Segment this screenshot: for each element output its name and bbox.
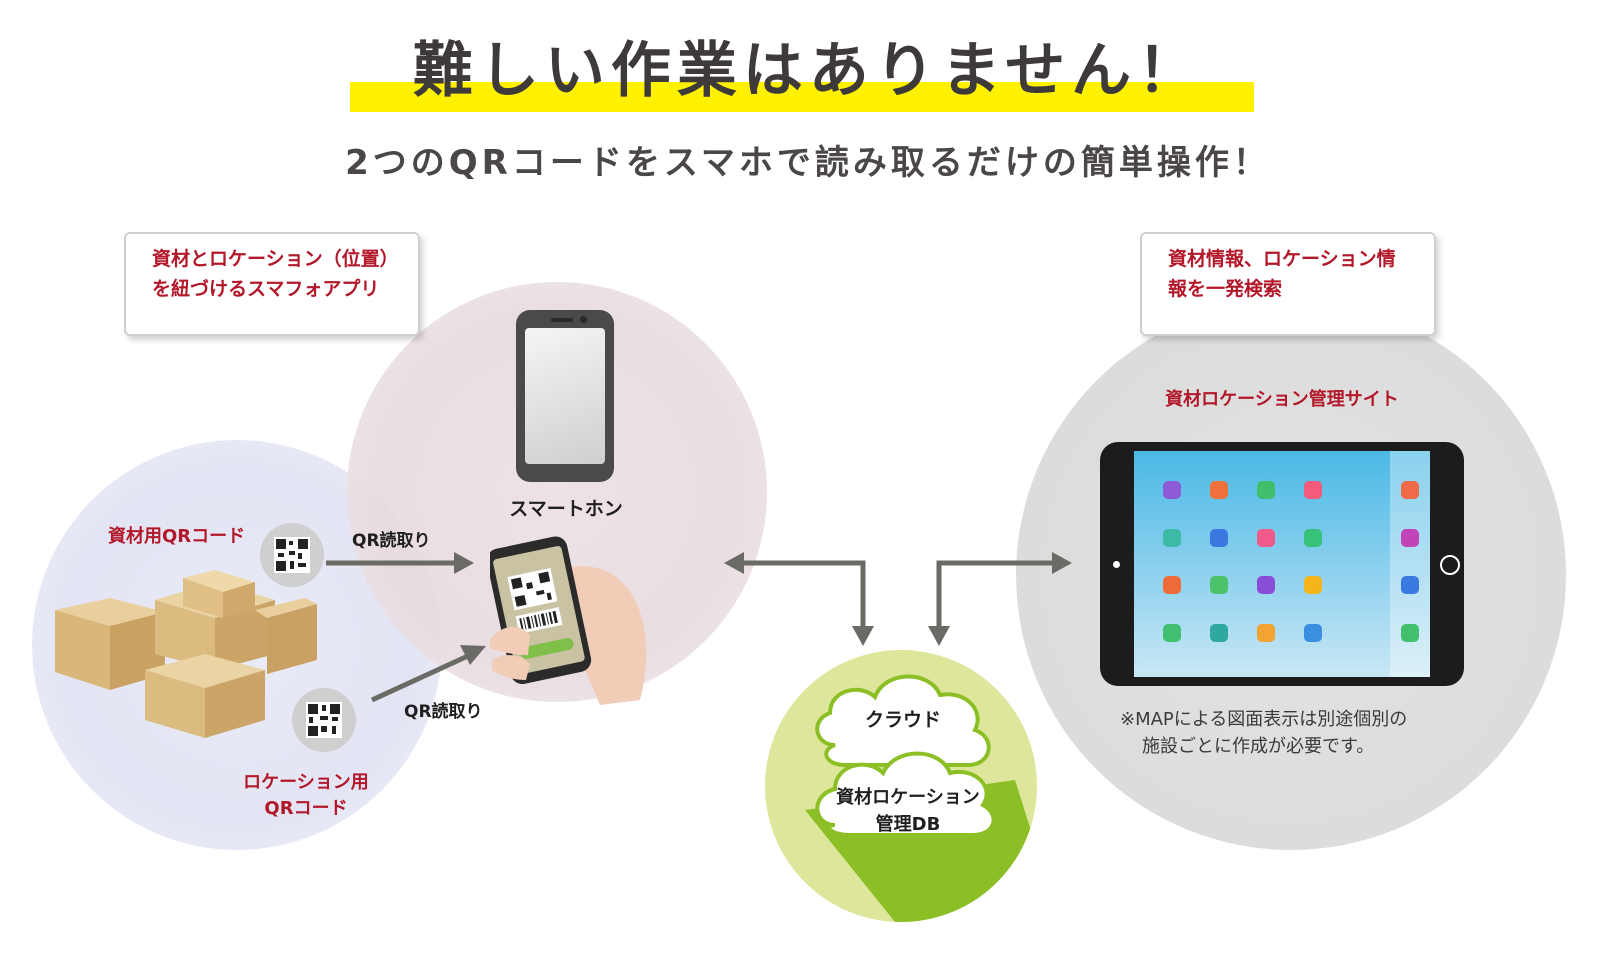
tablet-screen [1134,451,1430,677]
app-icon [1257,481,1275,499]
cloud-icon [815,674,996,837]
dock-app-icon [1401,576,1419,594]
search-callout-line1: 資材情報、ロケーション情 [1168,248,1396,270]
app-icon [1304,576,1322,594]
arrow-location-to-phone [370,652,472,703]
app-icon [1210,576,1228,594]
search-callout: 資材情報、ロケーション情 報を一発検索 [1140,232,1436,336]
app-icon [1304,481,1322,499]
title-highlight [350,82,1254,112]
app-icon [1210,529,1228,547]
map-note: ※MAPによる図面表示は別途個別の 施設ごとに作成が必要です。 [1120,706,1480,760]
map-note-line2: 施設ごとに作成が必要です。 [1142,736,1375,757]
location-qr-label: ロケーション用 QRコード [236,770,376,822]
location-qr-label-line2: QRコード [264,798,348,819]
location-qr-code-icon [306,702,342,738]
smartphone-label: スマートホン [509,498,623,520]
qr-read-label-1: QR読取り [352,531,431,551]
material-qr-code-icon [274,537,310,573]
app-icon [1163,624,1181,642]
db-label-line1: 資材ロケーション [836,787,980,808]
page-title: 難しい作業はありません！ [412,36,1204,106]
app-callout-line1: 資材とロケーション（位置） [152,248,399,270]
dock-app-icon [1401,481,1419,499]
app-callout-line2: を紐づけるスマフォアプリ [152,278,380,300]
dock-app-icon [1401,529,1419,547]
smartphone-screen [525,328,605,464]
app-icon [1210,624,1228,642]
app-icon [1163,529,1181,547]
dock-app-icon [1401,624,1419,642]
hand-scanning-phone-icon [490,536,647,705]
app-icon [1163,576,1181,594]
arrow-cloud-to-site [936,560,1056,630]
map-note-line1: ※MAPによる図面表示は別途個別の [1120,709,1408,730]
tablet-home-button [1440,555,1460,575]
tablet-camera [1113,561,1120,568]
app-icon [1304,529,1322,547]
app-icon [1257,624,1275,642]
app-icon [1210,481,1228,499]
cardboard-boxes-icon [55,570,317,738]
cloud-label: クラウド [865,709,942,731]
arrow-phone-to-cloud [740,560,866,630]
site-title: 資材ロケーション管理サイト [1165,389,1399,410]
material-qr-label: 資材用QRコード [108,526,246,547]
db-label-line2: 管理DB [875,814,941,835]
search-callout-line2: 報を一発検索 [1168,278,1283,300]
smartphone-camera [580,316,587,323]
app-icon [1257,529,1275,547]
smartphone-speaker [551,318,573,322]
db-label: 資材ロケーション 管理DB [833,784,983,838]
location-qr-label-line1: ロケーション用 [243,772,369,793]
page-subtitle: 2つのQRコードをスマホで読み取るだけの簡単操作！ [345,143,1271,183]
app-icon [1304,624,1322,642]
qr-read-label-2: QR読取り [404,702,483,722]
app-icon [1257,576,1275,594]
app-icon [1163,481,1181,499]
app-callout: 資材とロケーション（位置） を紐づけるスマフォアプリ [124,232,420,336]
